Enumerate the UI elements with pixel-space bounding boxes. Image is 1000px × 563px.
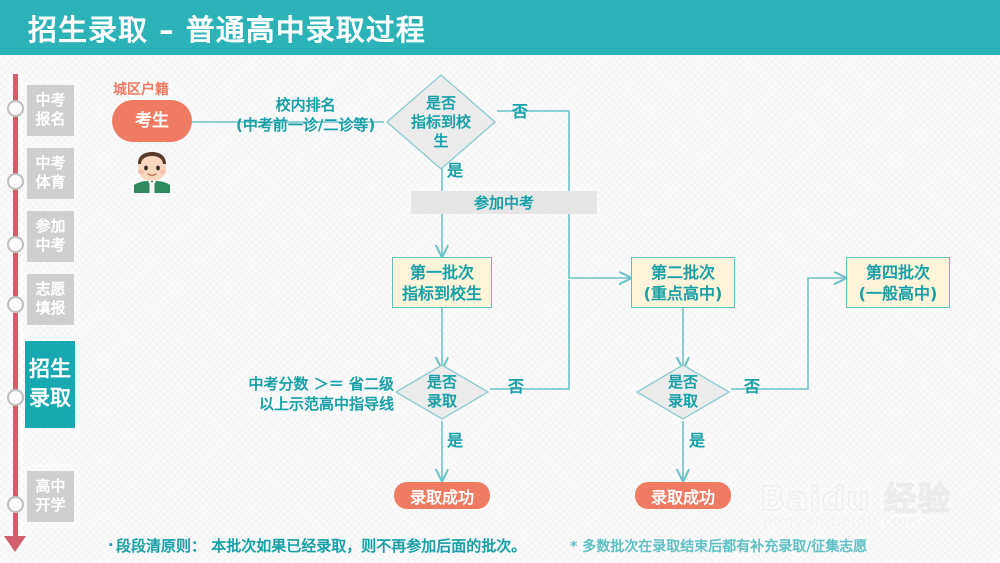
footer-main-note: 段段清原则： 本批次如果已经录取，则不再参加后面的批次。 — [116, 537, 527, 555]
sidebar-item-label-line1: 志愿 — [35, 280, 66, 298]
sidebar-item-label-line2: 填报 — [35, 299, 66, 317]
batch1-line1: 第一批次 — [409, 262, 474, 282]
decision-batch1-admitted[interactable]: 是否 录取 — [394, 363, 490, 421]
sidebar-item-label-line1: 招生 — [29, 357, 71, 381]
exam-participation-bar: 参加中考 — [411, 191, 597, 214]
timeline-dot-2 — [7, 173, 24, 190]
timeline-arrow-icon — [4, 536, 26, 552]
sidebar-item-zhongkao-baoming[interactable]: 中考 报名 — [27, 85, 74, 136]
watermark-sub-text: jingyan.baidu.com — [763, 512, 919, 530]
timeline-dot-1 — [7, 100, 24, 117]
sidebar-item-zhaosheng-luqu[interactable]: 招生 录取 — [25, 341, 75, 428]
sidebar-item-zhongkao-tiyu[interactable]: 中考 体育 — [27, 148, 74, 199]
batch2-line2: (重点高中) — [643, 283, 723, 303]
result-success-batch2[interactable]: 录取成功 — [635, 482, 731, 509]
timeline-dot-3 — [7, 236, 24, 253]
decision1-yes-label: 是 — [447, 161, 464, 180]
batch2-line1: 第二批次 — [650, 262, 715, 282]
sidebar-item-label-line2: 开学 — [35, 496, 66, 514]
baidu-jingyan-watermark: Baidu 经验 jingyan.baidu.com — [759, 472, 1000, 534]
batch1-line2: 指标到校生 — [401, 283, 482, 303]
timeline-dot-6 — [7, 496, 24, 513]
decision1-no-label: 否 — [512, 102, 529, 121]
sidebar-item-label-line2: 中考 — [35, 236, 66, 254]
student-node-label: 考生 — [135, 110, 169, 131]
sidebar-item-label-line1: 高中 — [35, 477, 66, 495]
decision3-yes-label: 是 — [689, 431, 706, 450]
sidebar-item-label-line2: 报名 — [35, 110, 66, 128]
sidebar-item-gaozhong-kaixue[interactable]: 高中 开学 — [27, 471, 74, 522]
decision2-no-label: 否 — [508, 377, 525, 396]
student-node[interactable]: 考生 — [112, 100, 192, 142]
result-success-batch1-label: 录取成功 — [409, 487, 474, 507]
score-note-line2: 以上示范高中指导线 — [258, 395, 394, 413]
watermark-main-text: Baidu 经验 — [759, 478, 952, 518]
ranking-note: 校内排名 (中考前一诊/二诊等) — [236, 95, 375, 135]
decision-batch2-admitted[interactable]: 是否 录取 — [635, 363, 731, 421]
footer-bullet-icon: · — [108, 536, 114, 554]
header-divider — [0, 52, 1000, 55]
result-success-batch2-label: 录取成功 — [650, 487, 715, 507]
result-success-batch1[interactable]: 录取成功 — [394, 482, 490, 509]
ranking-note-line2: (中考前一诊/二诊等) — [236, 116, 376, 134]
student-origin-label: 城区户籍 — [113, 82, 169, 98]
decision3-no-label: 否 — [744, 377, 761, 396]
footer-sub-note: * 多数批次在录取结束后都有补充录取/征集志愿 — [570, 539, 868, 555]
batch-4-box[interactable]: 第四批次 (一般高中) — [846, 257, 950, 308]
batch4-line1: 第四批次 — [865, 262, 930, 282]
sidebar-item-label-line1: 参加 — [35, 217, 66, 235]
timeline-dot-4 — [7, 296, 24, 313]
batch-1-box[interactable]: 第一批次 指标到校生 — [392, 257, 492, 308]
batch-2-box[interactable]: 第二批次 (重点高中) — [631, 257, 735, 308]
sidebar-item-label-line2: 录取 — [29, 386, 71, 410]
batch4-line2: (一般高中) — [858, 283, 938, 303]
sidebar-item-zhiyuan-tianbao[interactable]: 志愿 填报 — [27, 274, 74, 325]
sidebar-item-label-line2: 体育 — [35, 173, 66, 191]
decision2-yes-label: 是 — [447, 431, 464, 450]
score-note-line1: 中考分数 ＞＝ 省二级 — [248, 375, 394, 393]
exam-participation-label: 参加中考 — [473, 194, 534, 212]
sidebar-item-label-line1: 中考 — [35, 91, 66, 109]
score-requirement-note: 中考分数 ＞＝ 省二级 以上示范高中指导线 — [224, 374, 394, 414]
ranking-note-line1: 校内排名 — [275, 96, 336, 114]
sidebar-item-canjia-zhongkao[interactable]: 参加 中考 — [27, 211, 74, 262]
timeline-dot-5 — [7, 389, 24, 406]
page-title: 招生录取 – 普通高中录取过程 — [28, 13, 426, 47]
sidebar-item-label-line1: 中考 — [35, 154, 66, 172]
header-bar: 招生录取 – 普通高中录取过程 — [0, 0, 1000, 52]
student-avatar-icon — [134, 152, 170, 193]
decision-is-zhibiao-daoxiao[interactable]: 是否 指标到校 生 — [384, 72, 498, 172]
